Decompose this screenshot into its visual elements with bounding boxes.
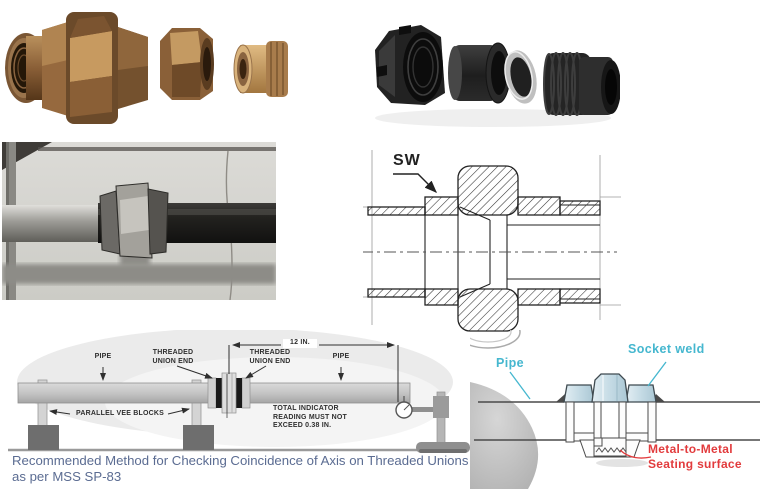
seating-leader [619, 449, 652, 459]
brass-union-nut [160, 28, 214, 100]
dimension-12in [226, 342, 399, 418]
label-arrows [49, 365, 344, 416]
sw-drawing [361, 150, 621, 332]
pipe-leader [509, 371, 531, 400]
internal-lines [424, 197, 600, 305]
steel-thread-end-and-gasket [448, 42, 537, 104]
wall-edge-line [38, 147, 276, 151]
mss-diagram-graphics [8, 328, 470, 453]
steel-union-parts-illustration [375, 25, 621, 127]
installed-union-photo [2, 142, 276, 301]
assembled-brass-union [5, 12, 148, 124]
pipe-union-fitting [99, 182, 169, 259]
installed-union-illustration [2, 142, 276, 301]
socket-weld-label: Socket weld [628, 342, 705, 356]
pipe-label-left: PIPE [94, 353, 112, 360]
dimension-label: 12 IN. [283, 339, 317, 348]
seating-surface-label: Metal-to-Metal Seating surface [648, 442, 742, 471]
vee-blocks-label: PARALLEL VEE BLOCKS [76, 410, 164, 417]
seating-line1: Metal-to-Metal [648, 442, 733, 456]
floor-smudge [596, 459, 648, 467]
indicator-note: TOTAL INDICATOR READING MUST NOT EXCEED … [273, 405, 347, 429]
brass-tail-piece [233, 41, 288, 97]
sw-leader-arrow [393, 173, 437, 193]
sw-label: SW [393, 152, 421, 169]
brass-union-parts-illustration [5, 12, 288, 124]
pipe-label-right: PIPE [332, 353, 350, 360]
pipe-lines [474, 401, 760, 441]
socket-weld-graphics [455, 315, 760, 489]
gasket-ring [504, 50, 537, 104]
union-top-half [563, 373, 657, 403]
seating-line2: Seating surface [648, 456, 742, 471]
socket-weld-leader [647, 361, 667, 387]
socket-weld-union-colored-diagram: Pipe Socket weld Metal-to-Metal Seating … [455, 315, 768, 489]
dial-indicator-stand [395, 391, 470, 453]
steel-male-thread-end [543, 52, 621, 116]
mss-caption: Recommended Method for Checking Coincide… [12, 453, 469, 484]
section-walls [367, 165, 601, 332]
steel-union-nut [375, 25, 445, 105]
galvanized-pipe-segment [2, 205, 102, 242]
union-end-label-left: THREADED UNION END [152, 349, 194, 365]
mss-sp83-check-diagram: PIPE THREADED UNION END THREADED UNION E… [0, 328, 480, 455]
gray-blob [470, 382, 539, 489]
steel-union-parts-photo [365, 5, 621, 140]
threaded-union [207, 372, 251, 414]
partial-circle [455, 315, 521, 349]
pipe-shadow [2, 264, 276, 284]
union-end-label-right: THREADED UNION END [249, 349, 291, 365]
brass-union-parts-photo [0, 0, 300, 140]
socket-weld-union-section-drawing [361, 148, 623, 333]
pipe-label: Pipe [496, 356, 524, 370]
